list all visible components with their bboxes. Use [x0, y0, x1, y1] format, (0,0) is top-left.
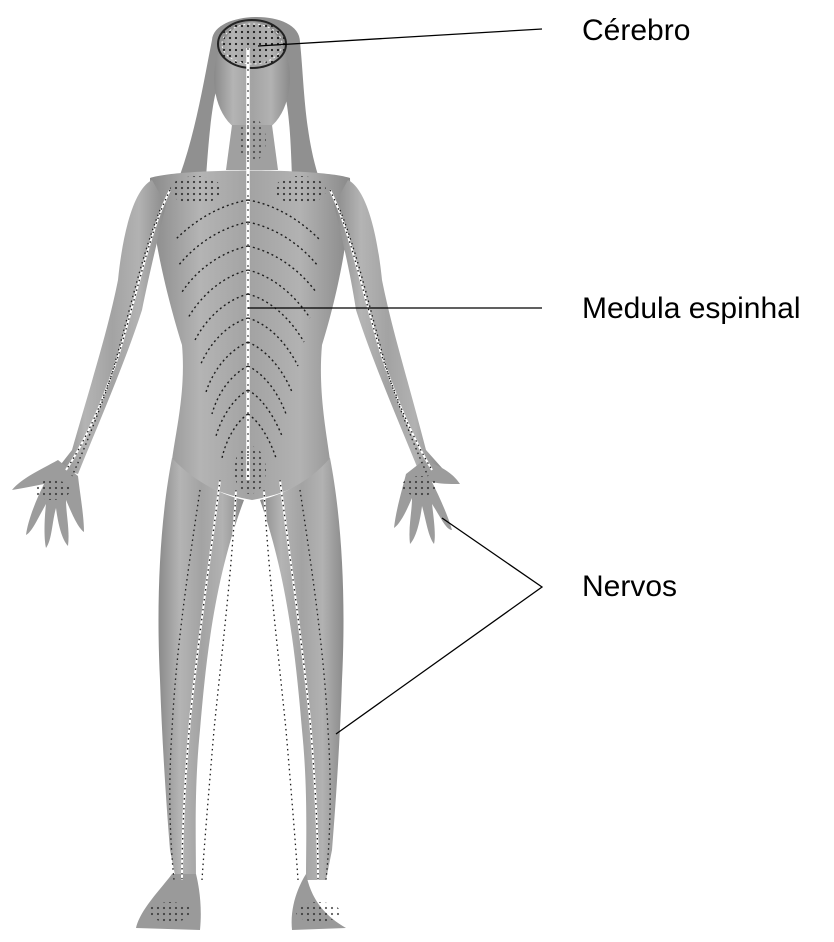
right-hand: [394, 460, 460, 544]
label-spinal-cord: Medula espinhal: [582, 294, 800, 324]
leader-line-brain: [258, 29, 542, 46]
left-leg: [159, 458, 245, 880]
label-brain: Cérebro: [582, 16, 690, 46]
right-leg: [260, 458, 344, 880]
left-hand: [12, 460, 84, 548]
left-arm: [58, 180, 166, 474]
brain-illustration: [218, 20, 286, 68]
right-arm: [334, 180, 442, 474]
leader-line-nerves: [336, 518, 542, 734]
label-nerves: Nervos: [582, 572, 677, 602]
